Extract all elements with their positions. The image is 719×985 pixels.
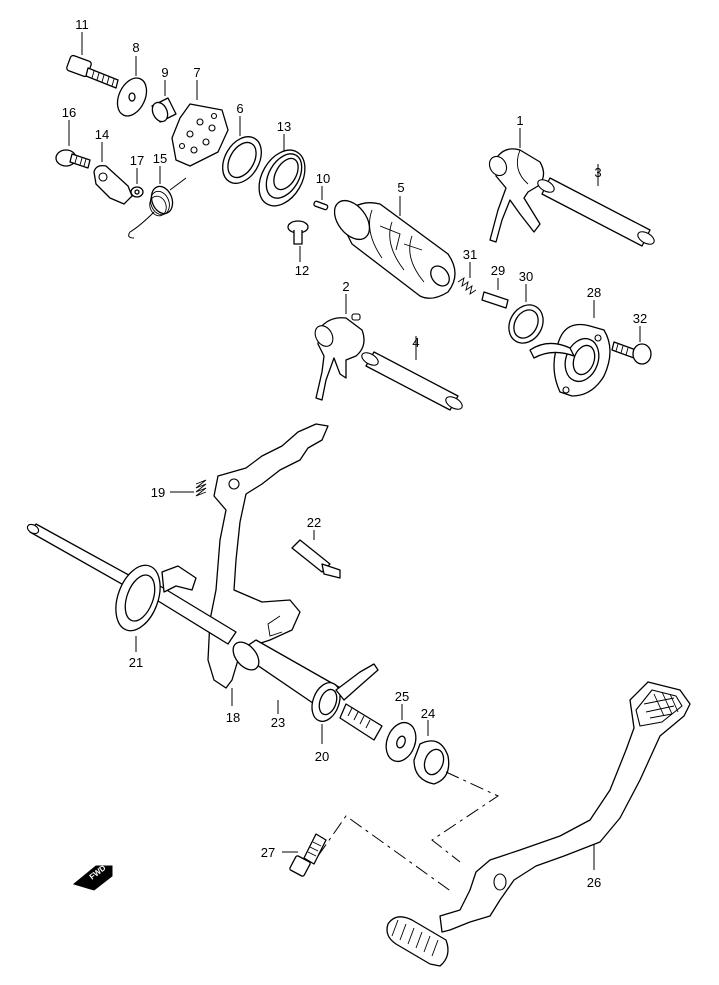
callout-31: 31: [463, 247, 477, 262]
forward-arrow-icon: FWD: [72, 863, 113, 891]
part-8-washer: [116, 56, 148, 117]
callout-24: 24: [421, 706, 435, 721]
part-14-stopper: [93, 142, 133, 205]
callout-20: 20: [315, 749, 329, 764]
callout-5: 5: [397, 180, 404, 195]
callout-28: 28: [587, 285, 601, 300]
callout-16: 16: [62, 105, 76, 120]
callout-32: 32: [633, 311, 647, 326]
part-9-collar: [151, 80, 177, 123]
callout-27: 27: [261, 845, 275, 860]
callout-29: 29: [491, 263, 505, 278]
part-31-spring: [457, 262, 477, 296]
callout-21: 21: [129, 655, 143, 670]
part-21-return-spring: [115, 564, 197, 652]
part-18-gearshift-arm: [207, 423, 329, 706]
callout-19: 19: [151, 485, 165, 500]
part-20-circlip: [311, 663, 383, 744]
callout-12: 12: [295, 263, 309, 278]
part-19-spring: [170, 479, 207, 497]
part-27-bolt: [282, 833, 327, 877]
callout-13: 13: [277, 119, 291, 134]
part-32-bolt: [611, 326, 652, 365]
part-22-pin: [291, 530, 341, 579]
callout-8: 8: [132, 40, 139, 55]
callout-26: 26: [587, 875, 601, 890]
part-26-shift-lever: [386, 681, 691, 967]
callout-15: 15: [153, 151, 167, 166]
callout-23: 23: [271, 715, 285, 730]
part-1-shift-fork: [488, 128, 545, 243]
part-28-cam-guide: [529, 300, 611, 397]
part-2-shift-fork: [314, 294, 365, 401]
callout-4: 4: [412, 335, 419, 350]
callout-25: 25: [395, 689, 409, 704]
part-7-cam-plate: [171, 80, 229, 167]
callout-1: 1: [516, 113, 523, 128]
callout-3: 3: [594, 165, 601, 180]
callout-18: 18: [226, 710, 240, 725]
alignment-line-lower: [317, 815, 453, 893]
part-25-washer: [385, 704, 417, 763]
part-11-bolt: [66, 32, 119, 89]
part-16-bolt: [55, 120, 91, 169]
callout-17: 17: [130, 153, 144, 168]
callout-7: 7: [193, 65, 200, 80]
callout-labels: 1 2 3 4 5 6 7 8 9 10 11 12 13 14 15 16 1…: [62, 17, 647, 890]
callout-2: 2: [342, 279, 349, 294]
part-15-spring: [128, 166, 187, 239]
part-13-bearing: [258, 134, 306, 207]
part-30-o-ring: [508, 284, 544, 344]
part-17-washer: [130, 168, 144, 198]
part-24-oil-seal: [413, 720, 450, 785]
part-4-fork-shaft: [361, 336, 463, 411]
part-12-screw: [287, 220, 309, 262]
alignment-line-upper: [431, 771, 500, 863]
callout-10: 10: [316, 171, 330, 186]
callout-14: 14: [95, 127, 109, 142]
part-3-fork-shaft: [537, 164, 655, 247]
callout-11: 11: [75, 17, 89, 32]
part-6-ring: [222, 116, 262, 184]
callout-22: 22: [307, 515, 321, 530]
callout-30: 30: [519, 269, 533, 284]
callout-6: 6: [236, 101, 243, 116]
part-5-shift-drum: [333, 196, 456, 299]
callout-9: 9: [161, 65, 168, 80]
part-10-pin: [313, 186, 329, 211]
part-29-pin: [481, 278, 509, 309]
